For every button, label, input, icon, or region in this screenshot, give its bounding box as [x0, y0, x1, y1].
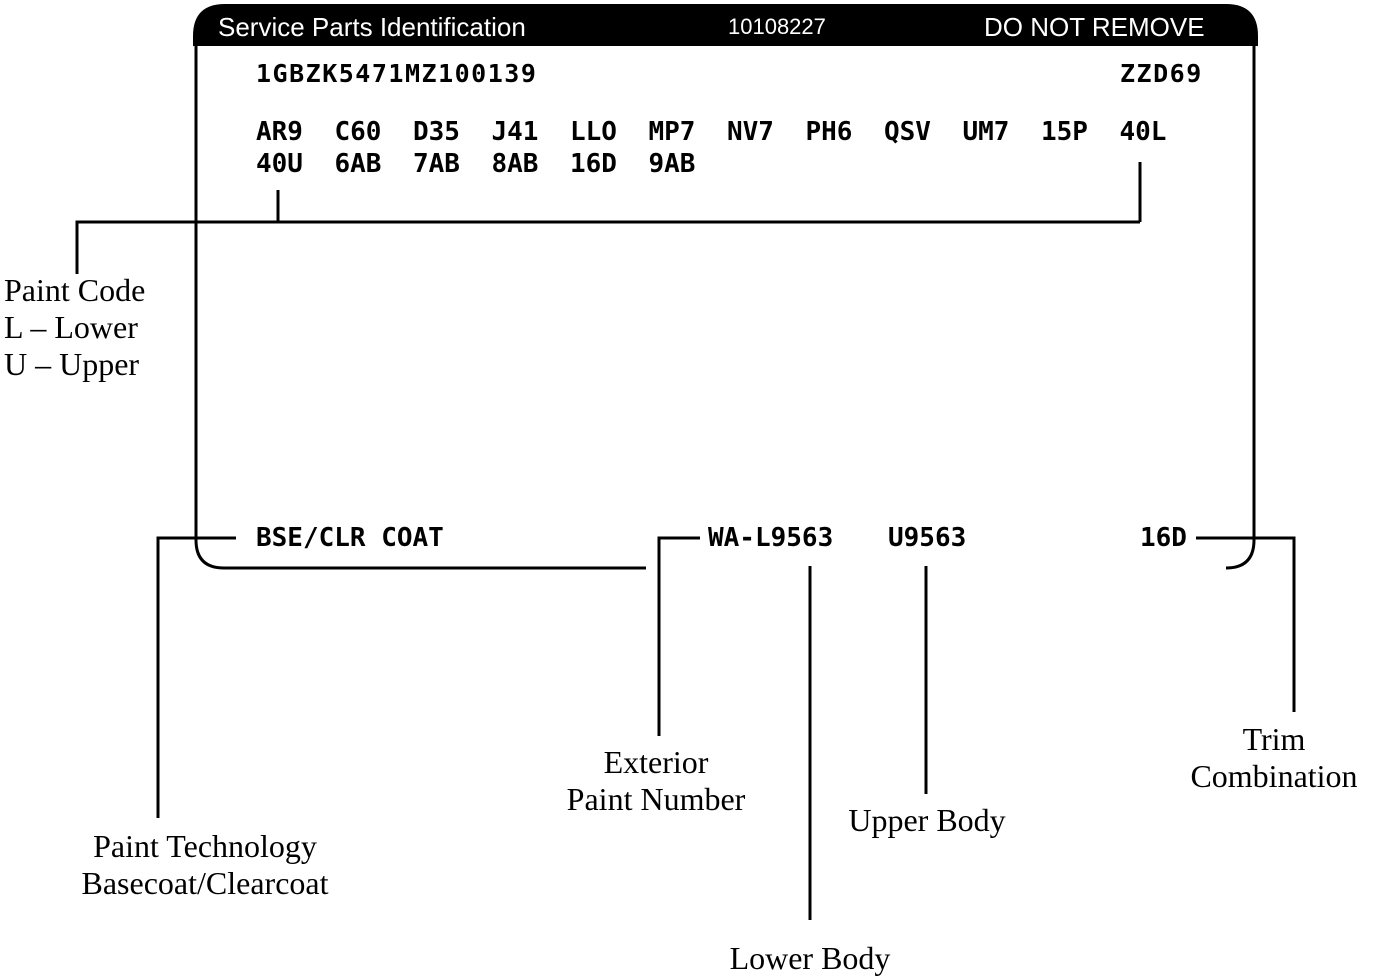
- callout-paint-code-line-1: Paint Code: [4, 272, 146, 308]
- callout-exterior-paint-line-2: Paint Number: [566, 781, 746, 817]
- option-code: MP7: [648, 117, 696, 147]
- option-code: D35: [413, 117, 460, 147]
- option-code: 16D: [570, 149, 617, 179]
- callout-trim-line-1: Trim: [1242, 721, 1306, 757]
- callout-paint-technology-line-2: Basecoat/Clearcoat: [81, 865, 329, 901]
- trim-code: 16D: [1140, 523, 1187, 553]
- label-header-band: [193, 4, 1258, 46]
- label-outline: [194, 44, 1256, 570]
- paint-technology-leader: [156, 536, 236, 818]
- label-warning: DO NOT REMOVE: [984, 12, 1205, 42]
- callout-trim-line-2: Combination: [1190, 758, 1358, 794]
- option-code: 8AB: [491, 149, 539, 179]
- option-code: 40U: [256, 149, 303, 179]
- paint-technology-code: BSE/CLR COAT: [256, 523, 444, 553]
- callout-paint-technology: Paint Technology Basecoat/Clearcoat: [30, 828, 380, 902]
- option-code: QSV: [884, 117, 931, 147]
- upper-body-code: U9563: [888, 523, 967, 553]
- exterior-paint-code: WA-L9563: [708, 523, 834, 553]
- option-code: 7AB: [413, 149, 460, 179]
- option-code: J41: [491, 117, 539, 147]
- callout-lower-body: Lower Body: [729, 940, 891, 976]
- option-code: 15P: [1041, 117, 1088, 147]
- option-code: AR9: [256, 117, 303, 147]
- callout-paint-code-line-2: L – Lower: [4, 309, 138, 345]
- callout-trim: Trim Combination: [1166, 721, 1382, 795]
- option-code: 6AB: [334, 149, 382, 179]
- option-code: UM7: [962, 117, 1010, 147]
- option-code: LLO: [570, 117, 617, 147]
- callout-upper-body: Upper Body: [848, 802, 1006, 838]
- option-code: 40L: [1119, 117, 1167, 147]
- option-code: 9AB: [648, 149, 696, 179]
- callout-exterior-paint-line-1: Exterior: [603, 744, 709, 780]
- option-code: NV7: [727, 117, 774, 147]
- callout-paint-technology-line-1: Paint Technology: [93, 828, 317, 864]
- paint-code-leader: [75, 162, 1142, 274]
- label-header-title: Service Parts Identification: [218, 12, 526, 42]
- trim-leader: [1196, 536, 1296, 712]
- callout-paint-code: Paint Code L – Lower U – Upper: [4, 272, 145, 383]
- callout-paint-code-line-3: U – Upper: [4, 346, 140, 382]
- option-code: C60: [334, 117, 382, 147]
- callout-exterior-paint: Exterior Paint Number: [530, 744, 782, 818]
- production-code: ZZD69: [1120, 59, 1203, 88]
- exterior-paint-leader: [657, 536, 700, 736]
- option-code: PH6: [805, 117, 853, 147]
- label-part-number: 10108227: [728, 14, 826, 39]
- vin-number: 1GBZK5471MZ100139: [256, 59, 538, 88]
